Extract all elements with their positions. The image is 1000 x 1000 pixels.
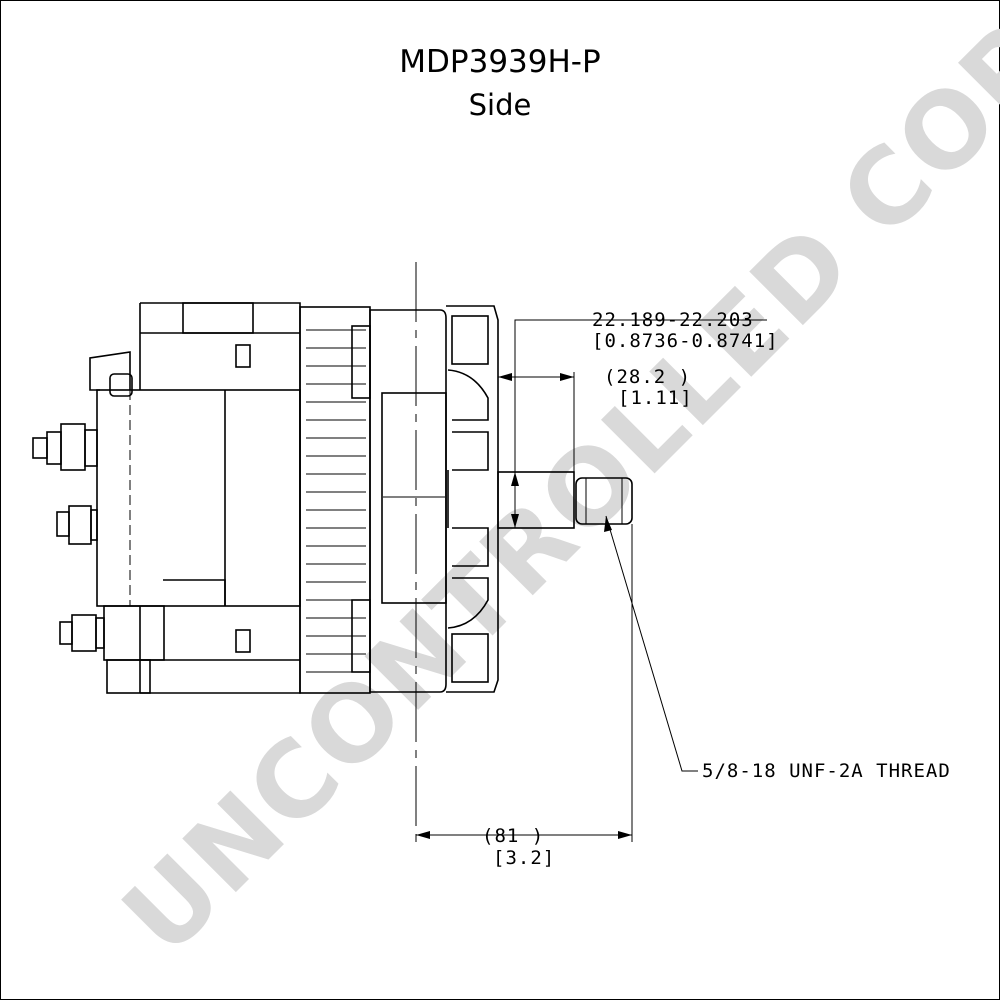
watermark-text: UNCONTROLLED COPY [99,0,1000,978]
drawing-title: MDP3939H-P [399,44,601,80]
front-housing [351,309,447,693]
shaft-length-in: [3.2] [493,847,555,869]
centerline [383,262,445,842]
dimension-shaft-length: (81 ) [3.2] [416,524,633,869]
thread-callout: 5/8-18 UNF-2A THREAD [702,760,951,782]
shaft-length-mm: (81 ) [482,825,544,847]
rear-housing [89,302,301,694]
thread-leader: 5/8-18 UNF-2A THREAD [604,515,951,782]
pilot-diameter-mm: 22.189-22.203 [592,309,754,331]
dimension-pilot-length: (28.2 ) [1.11] [498,366,693,472]
drawing-subtitle: Side [468,88,532,122]
pilot-diameter-in: [0.8736-0.8741] [592,330,779,352]
terminal-studs [32,423,105,652]
pilot-length-in: [1.11] [618,387,693,409]
pilot-length-mm: (28.2 ) [604,366,691,388]
dimension-pilot-diameter: 22.189-22.203 [0.8736-0.8741] [511,309,779,528]
drive-shaft [497,471,633,529]
